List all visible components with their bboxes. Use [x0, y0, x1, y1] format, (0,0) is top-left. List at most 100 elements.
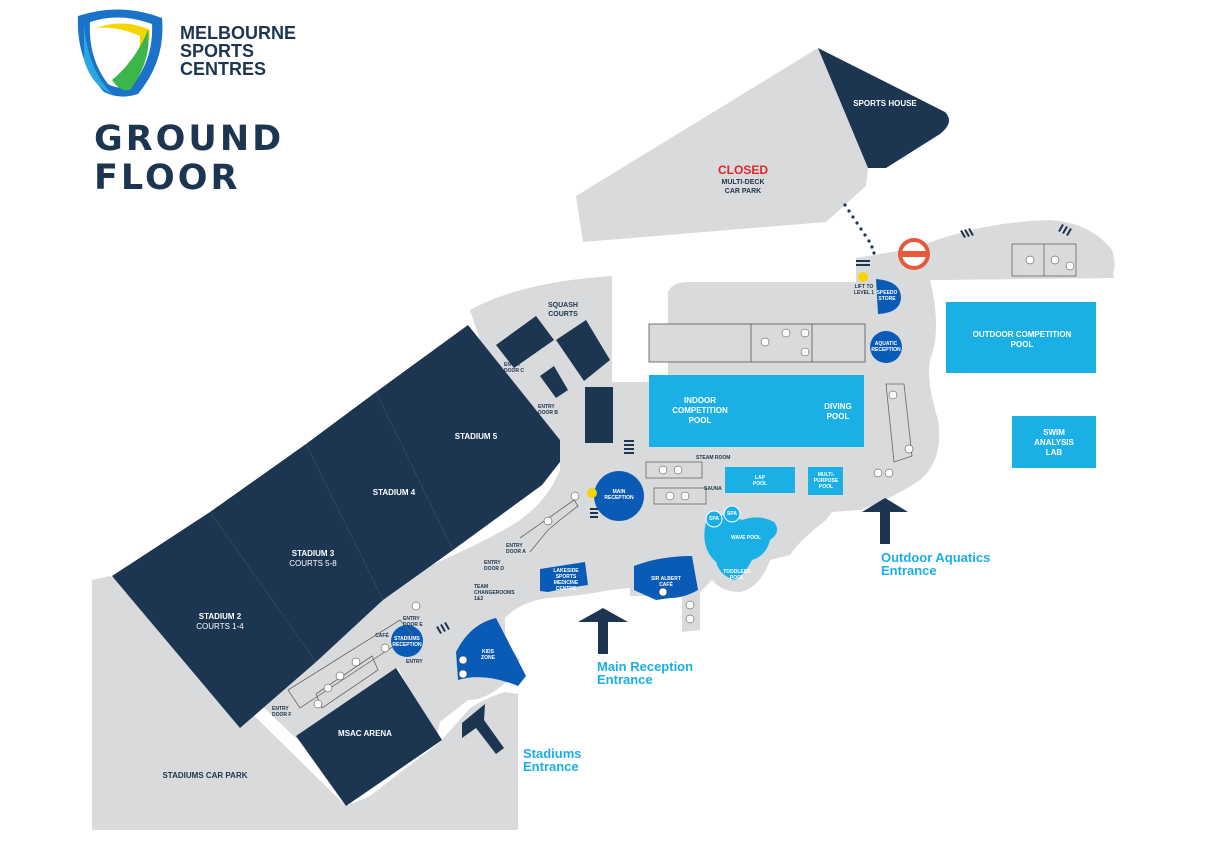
indoor-pool-line-1: INDOOR: [684, 396, 716, 405]
diving-line-1: DIVING: [824, 402, 852, 411]
stadiums-reception-line-2: RECEPTION: [392, 642, 422, 648]
steam-room-label: STEAM ROOM: [696, 455, 731, 461]
wave-pool-label: WAVE POOL: [731, 535, 761, 541]
main-reception-line-1: MAIN: [612, 489, 626, 495]
stadium-3-label: STADIUM 3 COURTS 5-8: [283, 549, 343, 569]
multi-deck-car-park: [576, 48, 868, 242]
team-line-3: 1&2: [474, 596, 484, 602]
brand-line-3: CENTRES: [180, 59, 267, 79]
kids-line-1: KIDS: [482, 649, 494, 655]
closed-label: CLOSED: [717, 163, 768, 177]
outdoor-aquatics-entrance-label: Outdoor Aquatics Entrance: [881, 551, 990, 577]
lap-pool-label: LAP POOL: [735, 475, 785, 487]
title-line-2: FLOOR: [94, 158, 241, 198]
kids-zone-label: KIDS ZONE: [476, 649, 500, 661]
entry-door-b-label: ENTRY DOOR B: [538, 404, 566, 416]
stadiums-reception-line-1: STADIUMS: [394, 636, 420, 642]
door-a-line-1: ENTRY: [506, 543, 523, 549]
entrance-arrow-icon: [462, 498, 908, 754]
indoor-pool-label: INDOOR COMPETITION POOL: [660, 396, 740, 426]
entry-door-a-label: ENTRY DOOR A: [506, 543, 534, 555]
lakeside-line-1: LAKESIDE: [553, 568, 579, 574]
stadium-2-sub: COURTS 1-4: [196, 622, 244, 631]
lakeside-line-2: SPORTS: [555, 574, 577, 580]
stadium-2: [112, 512, 316, 728]
lift-label: LIFT TO LEVEL 1: [850, 284, 878, 296]
squash-court-4: [585, 387, 613, 443]
multi-line-1: MULTI-: [817, 472, 835, 478]
multi-line-3: POOL: [818, 484, 834, 490]
car-park-line-1: MULTI-DECK: [721, 179, 765, 186]
lap-line-2: POOL: [752, 481, 768, 487]
speedo-store: [876, 279, 901, 314]
walkway-path: [843, 203, 876, 255]
sir-albert-cafe: [634, 556, 698, 600]
toddlers-line-1: TODDLERS: [723, 569, 751, 575]
car-park-label: MULTI-DECK CAR PARK: [700, 178, 786, 196]
stadiums-entrance-line-2: Entrance: [523, 759, 579, 774]
stadiums-car-park: [92, 576, 518, 830]
squash-courts-label: SQUASH COURTS: [538, 301, 588, 319]
aquatic-reception-line-1: AQUATIC: [874, 341, 898, 347]
stairs-icon: [436, 224, 1072, 634]
toilet-icon: [313, 255, 1075, 709]
stadium-3-title: STADIUM 3: [291, 549, 335, 558]
outdoor-pool-label: OUTDOOR COMPETITION POOL: [950, 330, 1094, 350]
diving-pool-label: DIVING POOL: [815, 402, 861, 422]
page-title: GROUND FLOOR: [94, 120, 284, 198]
stadium-5: [376, 325, 560, 550]
main-entrance-line-2: Entrance: [597, 672, 653, 687]
brand-wordmark: MELBOURNE SPORTS CENTRES: [180, 24, 296, 78]
squash-line-1: SQUASH: [548, 302, 578, 309]
lakeside-line-4: CENTRE: [555, 586, 577, 592]
outdoor-pool-line-2: POOL: [1010, 340, 1034, 349]
stadium-4: [306, 392, 453, 600]
brand-line-2: SPORTS: [180, 41, 255, 61]
outdoor-competition-pool: [946, 302, 1096, 373]
sir-albert-line-1: SIR ALBERT: [651, 576, 681, 582]
stadium-2-label: STADIUM 2 COURTS 1-4: [185, 612, 255, 632]
spa-2-label: SPA: [727, 511, 737, 517]
wave-pool: [704, 515, 778, 580]
team-line-2: CHANGEROOMS: [474, 590, 515, 596]
door-c-line-2: DOOR C: [504, 368, 524, 374]
aquatic-reception-label: AQUATIC RECEPTION: [870, 341, 902, 353]
main-reception-label: MAIN RECEPTION: [599, 489, 639, 501]
sir-albert-line-2: CAFÉ: [659, 582, 673, 588]
team-line-1: TEAM: [474, 584, 489, 590]
changerooms-block: [648, 323, 866, 363]
door-b-line-1: ENTRY: [538, 404, 555, 410]
stadiums-reception-label: STADIUMS RECEPTION: [391, 636, 423, 648]
sports-house-label: SPORTS HOUSE: [853, 99, 917, 108]
spa-1: [705, 510, 723, 528]
swim-lab-line-2: ANALYSIS: [1034, 438, 1074, 447]
car-park-line-2: CAR PARK: [724, 188, 762, 195]
stadium-5-label: STADIUM 5: [454, 432, 498, 441]
lakeside-sports-medicine-centre: [540, 562, 588, 592]
title-line-1: GROUND: [94, 119, 285, 159]
multi-line-2: PURPOSE: [813, 478, 839, 484]
lakeside-line-3: MEDICINE: [553, 580, 579, 586]
diving-line-2: POOL: [826, 412, 850, 421]
toddlers-pool-label: TODDLERS POOL: [712, 569, 762, 581]
lakeside-label: LAKESIDE SPORTS MEDICINE CENTRE: [546, 568, 586, 592]
stadiums-car-park-label: STADIUMS CAR PARK: [162, 771, 248, 780]
aquatic-reception: [870, 331, 902, 363]
speedo-store-label: SPEEDO STORE: [874, 290, 900, 302]
main-reception: [594, 471, 644, 521]
door-f-line-1: ENTRY: [272, 706, 289, 712]
kids-zone: [456, 618, 526, 686]
stadium-2-title: STADIUM 2: [198, 612, 242, 621]
entry-label: ENTRY: [406, 659, 423, 665]
door-d-line-2: DOOR D: [484, 566, 504, 572]
msac-arena-label: MSAC ARENA: [338, 729, 392, 738]
door-e-line-2: DOOR E: [403, 622, 423, 628]
squash-court-1: [496, 316, 554, 368]
lift-icon: [587, 272, 868, 498]
entry-door-f-label: ENTRY DOOR F: [272, 706, 300, 718]
spa-2: [723, 505, 741, 523]
stadium-4-label: STADIUM 4: [372, 488, 416, 497]
door-c-line-1: ENTRY: [504, 362, 521, 368]
main-reception-entrance-label: Main Reception Entrance: [597, 660, 693, 686]
toddlers-line-2: POOL: [729, 575, 745, 581]
